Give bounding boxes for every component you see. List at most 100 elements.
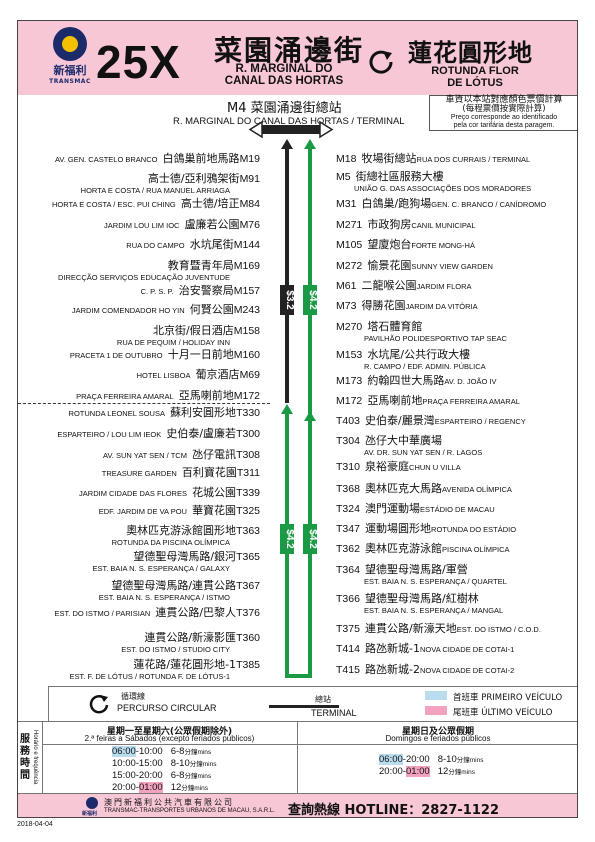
fare-note-zh: 車資以本站對應顏色票價計算 — [445, 95, 563, 105]
weekday-schedule: 星期一至星期六(公眾假期除外) 2.ª feiras a Sábados (ex… — [42, 722, 298, 794]
stop-code: M31 — [336, 198, 357, 210]
terminal-line-icon — [269, 705, 339, 708]
stop-name-pt: C. P. S. P. — [140, 287, 174, 296]
line-arrow-up-icon — [304, 139, 316, 149]
time-rest: -10:00 — [135, 746, 163, 757]
stop-code: T365 — [236, 551, 260, 563]
destination-pt-line: ROTUNDA FLOR — [431, 65, 519, 77]
terminal-bar — [260, 125, 322, 134]
stop-name-zh: 連貫公路/新濠天地 — [365, 622, 457, 635]
stop-name-zh: 澳門運動場 — [365, 502, 421, 515]
stop-code: T339 — [236, 487, 260, 499]
route-diagram: $3.2 $4.2 $4.2 $4.2 — [248, 120, 334, 678]
stop-code: M73 — [336, 300, 357, 312]
circular-arrow-icon — [369, 50, 393, 74]
stop-name-pt: PRAÇA FERREIRA AMARAL — [422, 397, 520, 406]
stop-code: M172 — [336, 395, 363, 407]
stop-name-zh: 水坑尾街 — [189, 238, 234, 251]
first-bus-time: 06:00 — [112, 746, 136, 757]
stop-name-pt: GEN. C. BRANCO / CANÍDROMO — [431, 200, 547, 209]
stop-code: T375 — [336, 623, 360, 635]
last-bus-time: 01:00 — [138, 782, 163, 793]
time-rest: -20:00 — [402, 754, 430, 765]
stop-name-pt: CANIL MUNICIPAL — [411, 221, 476, 230]
legend-circular-zh: 循環線 — [121, 692, 145, 701]
logo-text: 新福利 — [53, 64, 87, 77]
legend-first-zh: 首班車 — [453, 693, 479, 703]
stop-name-pt: ESPARTEIRO / LOU LIM IEOK — [57, 430, 162, 439]
stop-right-m61: M61 二龍喉公園JARDIM FLORA — [336, 278, 472, 292]
stop-code: T364 — [336, 564, 360, 576]
stop-name-zh: 華寶花園 — [192, 504, 237, 517]
stop-name-zh: 蓮花路/蓮花圓形地-1 — [133, 658, 237, 671]
stop-name-zh: 望德聖母灣馬路/連貫公路 — [111, 579, 237, 592]
last-bus-time: 01:00 — [405, 766, 430, 777]
hotline-zh: 查詢熱線 — [288, 803, 341, 818]
holiday-schedule: 星期日及公眾假期 Domingos e feriados públicos 06… — [297, 722, 577, 794]
stop-code: M91 — [239, 173, 260, 185]
weekday-header-pt: 2.ª feiras a Sábados (excepto feriados p… — [84, 734, 255, 743]
stop-line: 北京街/假日酒店M158 — [117, 323, 260, 337]
schedule-time: 06:00-10:00 — [112, 746, 163, 757]
fare-note-pt: Preço corresponde ao identificado — [450, 114, 558, 121]
holiday-header-zh: 星期日及公眾假期 — [401, 727, 474, 737]
schedule-row: 15:00-20:00 6-8分鐘mins — [112, 770, 211, 781]
stop-name-pt: JARDIM LOU LIM IOC — [104, 221, 180, 230]
stop-code: T376 — [236, 607, 260, 619]
stop-name-pt: R. CAMPO / EDF. ADMIN. PÚBLICA — [364, 362, 486, 371]
stop-name-zh: 塔石體育館 — [367, 320, 423, 333]
frequency-unit: 分鐘mins — [181, 785, 209, 792]
stop-name-zh: 運動場圓形地 — [365, 522, 432, 535]
legend-first-bus: 首班車 PRIMEIRO VEÍCULO — [453, 691, 562, 703]
stop-code: M271 — [336, 219, 363, 231]
legend-last-pt: ÚLTIMO VEÍCULO — [481, 708, 553, 718]
stop-name-pt: AV. SUN YAT SEN / TCM — [103, 451, 187, 460]
terminal-name-pt: R. MARGINAL DO CANAL DAS HORTAS / TERMIN… — [173, 116, 405, 127]
schedule-time: 20:00-01:00 — [379, 766, 430, 777]
frequency: 6-8分鐘mins — [171, 770, 211, 781]
stop-name-zh: 望德聖母灣馬路/銀河 — [133, 550, 237, 563]
stop-code: T304 — [336, 435, 360, 447]
stop-right-t362: T362 奧林匹克游泳館PISCINA OLÍMPICA — [336, 541, 510, 555]
stop-name-zh: 治安警察局 — [178, 284, 234, 297]
stop-name-pt: EST. BAIA N. S. ESPERANÇA / QUARTEL — [364, 577, 507, 586]
footer: 新福利 澳門新福利公共汽車有限公司 TRANSMAC-TRANSPORTES U… — [18, 793, 577, 818]
stop-name-zh: 白鴿巢/跑狗場 — [361, 197, 432, 210]
stop-code: M19 — [239, 153, 260, 165]
stop-name-zh: 牧場街總站 — [361, 152, 417, 165]
time-rest: 20:00- — [379, 766, 406, 777]
stop-name-pt: JARDIM CIDADE DAS FLORES — [79, 489, 187, 498]
frequency: 12分鐘mins — [171, 782, 208, 793]
fare-section-divider — [18, 403, 270, 404]
stop-name-zh: 亞馬喇前地 — [367, 394, 423, 407]
hotline: 查詢熱線 HOTLINE：2827-1122 — [288, 799, 499, 818]
stop-right-t324: T324 澳門運動場ESTÁDIO DE MACAU — [336, 501, 495, 515]
fare-badge — [303, 285, 317, 315]
origin-pt-line: CANAL DAS HORTAS — [224, 75, 344, 87]
fare-badge — [280, 285, 294, 315]
frequency: 8-10分鐘mins — [438, 754, 484, 765]
schedule-time: 15:00-20:00 — [112, 770, 163, 781]
route-sheet: 新福利 TRANSMAC 25X 菜園涌邊街 R. MARGINAL DO CA… — [17, 20, 578, 818]
frequency-unit: 分鐘mins — [456, 757, 484, 764]
stop-name-pt: RUA DO CAMPO — [126, 241, 185, 250]
stop-name-zh: 氹仔電訊 — [192, 448, 237, 461]
stop-line: 蓮花路/蓮花圓形地-1T385 — [70, 657, 260, 671]
stop-name-zh: 北京街/假日酒店 — [153, 324, 234, 337]
stop-name-pt: EDF. JARDIM DE VA POU — [98, 507, 187, 516]
frequency-value: 8-10 — [170, 758, 190, 769]
stop-left-t339: JARDIM CIDADE DAS FLORES 花城公園T339 — [79, 485, 260, 499]
stop-code: M243 — [233, 304, 260, 316]
stop-left-m19: AV. GEN. CASTELO BRANCO 白鴿巢前地馬路M19 — [55, 151, 260, 165]
frequency-value: 8-10 — [437, 754, 457, 765]
frequency-unit: 分鐘mins — [184, 773, 212, 780]
legend-last-zh: 尾班車 — [453, 708, 479, 718]
legend-terminal-zh: 總站 — [315, 695, 331, 704]
stop-name-pt: EST. BAIA N. S. ESPERANÇA / GALAXY — [92, 564, 230, 573]
